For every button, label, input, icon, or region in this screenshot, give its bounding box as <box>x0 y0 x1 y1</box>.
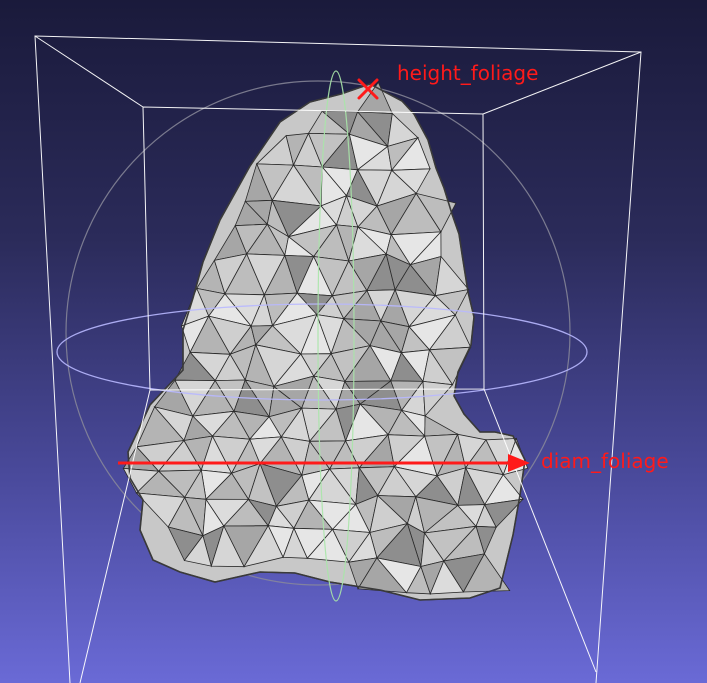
mesh-face <box>415 192 457 233</box>
mesh-face <box>282 527 308 559</box>
foliage-mesh <box>122 81 529 601</box>
mesh-face <box>210 524 245 568</box>
mesh-outline <box>127 83 526 601</box>
trackball-horizontal-ring <box>56 303 588 401</box>
trackball-outline <box>65 80 571 586</box>
bbox-front-frame <box>34 35 642 683</box>
height-foliage-label: height_foliage <box>397 61 538 85</box>
mesh-face <box>183 534 212 567</box>
arrow-right-icon <box>118 454 530 472</box>
bounding-box <box>34 35 642 683</box>
mesh-face <box>422 380 454 417</box>
mesh-face <box>462 553 511 593</box>
bbox-edge-top-left <box>34 35 144 108</box>
diam-foliage-label: diam_foliage <box>541 449 669 473</box>
mesh-face <box>306 528 350 563</box>
mesh-face <box>484 498 525 528</box>
bbox-edge-top-right <box>482 51 642 115</box>
x-cross-icon <box>357 78 379 100</box>
bbox-edge-bottom-right <box>483 388 597 673</box>
mesh-face <box>243 524 284 568</box>
bbox-edge-bottom-left <box>79 389 151 683</box>
trackball-vertical-ring <box>317 70 355 602</box>
